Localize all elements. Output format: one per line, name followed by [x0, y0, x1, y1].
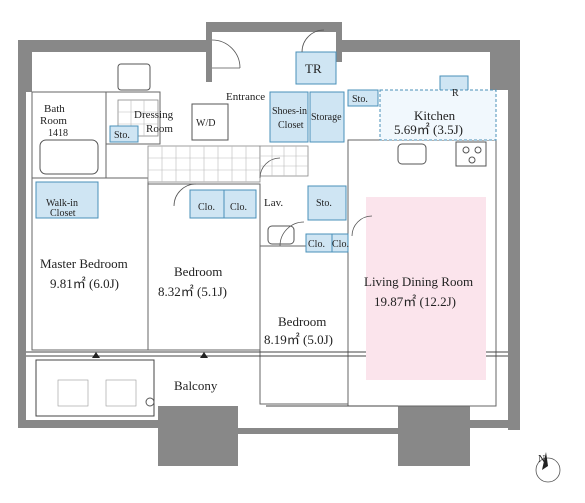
compass-n-label: N: [538, 454, 545, 465]
balcony-fixture-boxes: [57, 379, 155, 407]
door-swings: [173, 29, 373, 247]
bath-room-label-2: Room: [40, 115, 67, 127]
storage-closet: [309, 91, 345, 143]
toilet: [267, 225, 295, 245]
bedroom-2-label: Bedroom: [278, 314, 326, 329]
bedroom-1-area: 8.32㎡ (5.1J): [158, 284, 227, 299]
bath-room-label-1: Bath: [44, 103, 65, 115]
sto-entrance-label: Sto.: [352, 94, 368, 105]
entrance-label: Entrance: [226, 91, 265, 103]
lav-label: Lav.: [264, 197, 283, 209]
living-dining-area: 19.87㎡ (12.2J): [374, 294, 456, 309]
bath-room-code: 1418: [48, 128, 68, 139]
refrigerator-mark: R: [452, 88, 459, 99]
sto-entrance-closet: [347, 89, 379, 107]
bathtub: [39, 139, 99, 175]
stove-icon: [455, 141, 487, 167]
living-dining-label: Living Dining Room: [364, 274, 473, 289]
tile-floor: [117, 99, 309, 183]
bedroom-1-label: Bedroom: [174, 264, 222, 279]
sto-bath-closet: [109, 125, 139, 143]
kitchen-label: Kitchen: [414, 108, 456, 123]
shoes-closet-label-2: Closet: [278, 120, 304, 131]
clo-label-2: Clo.: [230, 202, 247, 213]
compass-icon: [535, 452, 561, 483]
closets: [35, 51, 497, 253]
dressing-room-label-1: Dressing: [134, 109, 174, 121]
walk-in-closet: [35, 181, 99, 219]
balcony-window-markers: [92, 352, 208, 358]
sto-lav-label: Sto.: [316, 198, 332, 209]
storage-label: Storage: [311, 112, 342, 123]
clo-closet-4: [331, 233, 349, 253]
bedroom-2-area: 8.19㎡ (5.0J): [264, 332, 333, 347]
bath-sink: [117, 63, 151, 91]
walk-in-label-2: Closet: [50, 208, 76, 219]
balcony-label: Balcony: [174, 378, 218, 393]
sto-lav-closet: [307, 185, 347, 221]
sto-bath-label: Sto.: [114, 130, 130, 141]
kitchen-area: 5.69㎡ (3.5J): [394, 122, 463, 137]
clo-label-1: Clo.: [198, 202, 215, 213]
master-bedroom-area: 9.81㎡ (6.0J): [50, 276, 119, 291]
clo-label-4: Clo.: [332, 239, 349, 250]
shoes-closet-label-1: Shoes-in: [272, 106, 307, 117]
dressing-room-label-2: Room: [146, 123, 173, 135]
tr-box: [295, 51, 337, 85]
outer-walls: [18, 22, 520, 466]
wd-label: W/D: [196, 118, 215, 129]
clo-closet-2: [223, 189, 257, 219]
shoes-in-closet: [269, 91, 309, 143]
kitchen-counter: [379, 89, 497, 141]
master-bedroom-label: Master Bedroom: [40, 256, 128, 271]
clo-label-3: Clo.: [308, 239, 325, 250]
kitchen-sink: [397, 143, 427, 165]
balcony-drain-icon: [145, 397, 155, 407]
tr-label: TR: [305, 61, 322, 76]
wd-box: [191, 103, 229, 141]
walk-in-label-1: Walk-in: [46, 198, 78, 209]
living-floor: [366, 197, 486, 380]
